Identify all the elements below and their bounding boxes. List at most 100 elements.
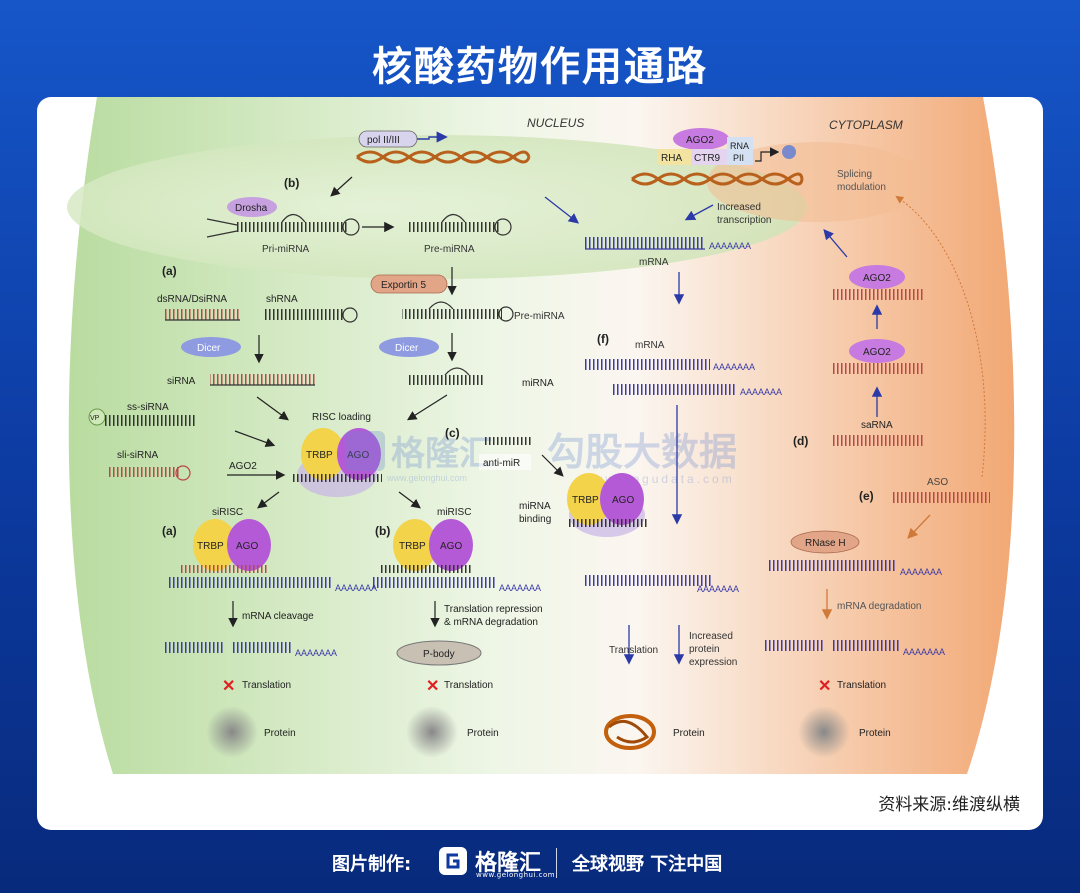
gelonghui-logo-icon [439, 847, 467, 875]
increased-protein-2: protein [689, 644, 720, 655]
ago2-label-d1: AGO2 [863, 347, 891, 358]
ctr9-label: CTR9 [694, 153, 721, 164]
mrna-top-label: mRNA [639, 257, 669, 268]
sarna-strand-3 [831, 289, 923, 300]
mrna-f-strand-3 [585, 575, 713, 586]
ago-label-center: AGO [347, 450, 369, 461]
watermark-gogudata: 勾股大数据 www.gogudata.com [547, 432, 737, 486]
risc-loading-label: RISC loading [312, 412, 371, 423]
trbp-label-center: TRBP [306, 450, 333, 461]
pol-label: pol II/III [367, 135, 400, 146]
sirisc-complex [167, 519, 332, 588]
mrna-cleavage-label: mRNA cleavage [242, 611, 314, 622]
translation-e-label: Translation [837, 680, 886, 691]
mrna-f-strand-2 [612, 384, 737, 395]
translation-repression-1: Translation repression [444, 604, 543, 615]
mirisc-label: miRISC [437, 507, 471, 518]
exportin-badge [370, 274, 448, 294]
sli-sirna-label: sli-siRNA [117, 450, 158, 461]
dicer-label-2: Dicer [395, 343, 419, 354]
mrna-a-frag-2 [231, 642, 291, 653]
blocked-x-3: ✕ [818, 678, 831, 695]
dicer-shape-1 [181, 337, 241, 357]
nucleic-acid-pathway-diagram: NUCLEUS CYTOPLASM pol II/III AGO2 RHA CT… [67, 97, 1015, 774]
protein-icon-1 [206, 706, 258, 758]
rnase-h-label: RNase H [805, 538, 846, 549]
sarna-label: saRNA [861, 420, 893, 431]
pii-label: PII [733, 153, 744, 163]
translation-b-label: Translation [444, 680, 493, 691]
label-a-bottom: (a) [162, 524, 177, 538]
polyA-f3: AAAAAAA [697, 584, 739, 594]
ss-sirna-strand [105, 415, 197, 426]
ago2-label: AGO2 [229, 461, 257, 472]
ago-label-c: AGO [612, 495, 634, 506]
increased-protein-3: expression [689, 657, 737, 668]
dna-helix-left [356, 150, 531, 164]
sirna-strand [210, 374, 315, 385]
nucleus-label: NUCLEUS [527, 116, 584, 130]
watermark-gelonghui-text: 格隆汇 [391, 435, 493, 473]
mrna-e-strand [767, 560, 897, 571]
p-body-shape [396, 640, 482, 666]
nucleus-region-right [707, 142, 927, 222]
trbp-label-c: TRBP [572, 495, 599, 506]
splicing-label-1: Splicing [837, 169, 872, 180]
cytoplasm-label: CYTOPLASM [829, 118, 903, 132]
polyA-b1: AAAAAAA [499, 583, 541, 593]
drosha-shape [227, 197, 277, 217]
ago-label-a: AGO [236, 541, 258, 552]
rha-shape [657, 149, 691, 165]
label-d: (d) [793, 434, 808, 448]
protein-icon-2 [406, 706, 458, 758]
label-e: (e) [859, 489, 874, 503]
dna-helix-right [631, 172, 804, 186]
translation-repression-2: & mRNA degradation [444, 617, 538, 628]
mrna-e-frag-1 [765, 640, 825, 651]
translation-a-label: Translation [242, 680, 291, 691]
dicer-shape-2 [379, 337, 439, 357]
label-a-top: (a) [162, 264, 177, 278]
pri-mirna-label: Pri-miRNA [262, 244, 310, 255]
sarna-strand [831, 435, 923, 446]
protein-icon-3 [604, 714, 656, 750]
pre-mirna-right-label: Pre-miRNA [514, 311, 565, 322]
protein-icon-4 [798, 706, 850, 758]
protein-label-4: Protein [859, 728, 891, 739]
polyA-f2: AAAAAAA [740, 387, 782, 397]
dsrna-label: dsRNA/DsiRNA [157, 294, 227, 305]
watermark-gelonghui-url: www.gelonghui.com [386, 473, 467, 483]
pre-mirna-hairpin [407, 213, 512, 236]
drosha-label: Drosha [235, 203, 268, 214]
shrna-strand [265, 309, 345, 320]
mirna-binding-2: binding [519, 514, 551, 525]
mrna-top-strand [585, 237, 705, 249]
rna-label: RNA [730, 141, 749, 151]
logo-url: www.gelonghui.com [476, 871, 556, 879]
polyA-a2: AAAAAAA [295, 648, 337, 658]
blocked-x-1: ✕ [222, 678, 235, 695]
pre-mirna-label: Pre-miRNA [424, 244, 475, 255]
logo-text: 格隆汇 [475, 851, 542, 876]
footer-divider [556, 848, 557, 878]
watermark-gogudata-text: 勾股大数据 [547, 432, 737, 474]
trbp-label-b: TRBP [399, 541, 426, 552]
sirisc-label: siRISC [212, 507, 243, 518]
polyA-a1: AAAAAAA [335, 583, 377, 593]
slogan: 全球视野 下注中国 [572, 854, 723, 875]
watermark-gelonghui: 格隆汇 www.gelonghui.com [345, 431, 493, 483]
ago2-shape-d1 [849, 339, 905, 363]
mrna-a-frag-1 [165, 642, 223, 653]
exportin-label: Exportin 5 [381, 280, 426, 291]
dicer-label-1: Dicer [197, 343, 221, 354]
rna-pii-shape [727, 137, 753, 165]
mirna-binding-1: miRNA [519, 501, 551, 512]
polyA-e2: AAAAAAA [903, 647, 945, 657]
splicing-label-2: modulation [837, 182, 886, 193]
mrna-f-strand-1 [585, 359, 710, 370]
pre-mirna-right-hairpin [402, 301, 514, 322]
ctr9-shape [691, 149, 727, 165]
mirna-strand [407, 375, 485, 385]
footer: 图片制作: 格隆汇 www.gelonghui.com 全球视野 下注中国 [0, 842, 1080, 882]
mirisc-complex [373, 519, 497, 588]
